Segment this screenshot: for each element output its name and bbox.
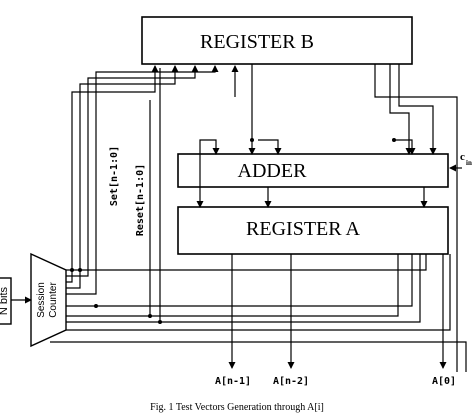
counter-to-regb-wire-1 [66, 65, 159, 283]
set-signal-label: Set[n-1:0] [109, 146, 120, 206]
register-b-label: REGISTER B [200, 31, 314, 53]
junction-dot [148, 314, 152, 318]
output-a-n1-label: A[n-1] [215, 376, 251, 387]
register-a-label: REGISTER A [246, 218, 360, 240]
feedback-wire-2 [66, 254, 413, 307]
bottom-bus-wire [50, 341, 467, 372]
adder-loop-1 [199, 139, 220, 187]
regb-bus-right-wire [374, 64, 458, 372]
junction-dot [158, 320, 162, 324]
feedback-wire-5 [66, 254, 451, 331]
adder-block: ADDER [177, 153, 449, 188]
n-bits-box: N bits [0, 277, 12, 325]
register-a-block: REGISTER A [177, 206, 449, 255]
junction-dots [70, 138, 396, 324]
output-a-0-label: A[0] [432, 376, 456, 387]
figure-caption: Fig. 1 Test Vectors Generation through A… [150, 402, 324, 413]
counter-to-regb-wire-4 [66, 65, 219, 295]
feedback-wire-3 [66, 254, 399, 317]
carry-in-sub: in [466, 159, 472, 167]
carry-in-main: c [460, 151, 465, 163]
junction-dot [78, 268, 82, 272]
junction-dot [392, 138, 396, 142]
junction-dot [250, 138, 254, 142]
junction-dot [94, 304, 98, 308]
register-b-block: REGISTER B [141, 16, 413, 65]
regb-to-adder-wire-3 [389, 64, 413, 155]
junction-dot [70, 268, 74, 272]
counter-to-regb-wire-2 [66, 65, 179, 289]
carry-in-label: c in [460, 151, 472, 167]
counter-to-regb-wire-3 [66, 65, 199, 277]
output-a-n2-label: A[n-2] [273, 376, 309, 387]
adder-loop-2 [258, 139, 282, 155]
reset-signal-label: Reset[n-1:0] [135, 164, 146, 236]
session-counter-label-1: Session [36, 282, 47, 318]
feedback-wire-4 [66, 254, 421, 323]
session-counter-label-2: Counter [48, 282, 59, 318]
n-bits-label: N bits [0, 286, 10, 315]
adder-loop-3 [394, 139, 416, 155]
feedback-wire-1 [66, 254, 427, 271]
session-counter-block: Session Counter [30, 252, 67, 348]
adder-label: ADDER [238, 160, 308, 182]
regb-to-adder-wire-4 [398, 64, 437, 155]
